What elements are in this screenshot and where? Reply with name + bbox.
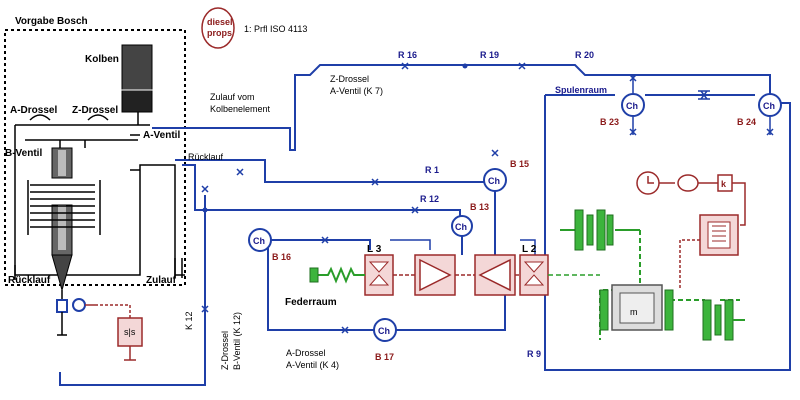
- pump-symbol: [72, 298, 86, 312]
- chamber-b16: Ch: [248, 228, 272, 252]
- chamber-b13: Ch: [451, 215, 473, 237]
- label-b15: B 15: [510, 159, 529, 169]
- svg-text:Ch: Ch: [378, 326, 390, 336]
- mechanical-actuator: m: [560, 209, 745, 341]
- label-r16: R 16: [398, 50, 417, 60]
- label-b16: B 16: [272, 252, 291, 262]
- label-b17: B 17: [375, 352, 394, 362]
- label-federraum: Federraum: [285, 297, 337, 308]
- svg-text:Ch: Ch: [253, 236, 265, 246]
- chamber-b23: Ch: [621, 93, 645, 117]
- label-zulauf: Zulauf: [146, 275, 177, 286]
- label-aventil-k4: A-Ventil (K 4): [286, 360, 339, 370]
- label-l3: L 3: [367, 244, 382, 255]
- label-zulauf-vom: Zulauf vom: [210, 92, 255, 102]
- label-b23: B 23: [600, 117, 619, 127]
- label-kolben: Kolben: [85, 54, 119, 65]
- label-zdrossel-vertical: Z-Drossel: [220, 331, 230, 370]
- svg-text:Ch: Ch: [455, 222, 467, 232]
- chamber-nodes: Ch Ch Ch Ch Ch Ch: [248, 93, 782, 342]
- label-ruecklauf-mid: Rücklauf: [188, 152, 224, 162]
- spring-federraum: [318, 266, 365, 284]
- database-icon: [677, 174, 699, 192]
- label-z-drossel: Z-Drossel: [72, 105, 118, 116]
- title-vorgabe-bosch: Vorgabe Bosch: [15, 16, 88, 27]
- chamber-b15: Ch: [483, 168, 507, 192]
- bosch-boundary: [4, 29, 186, 286]
- iso-note: 1: Prfl ISO 4113: [244, 24, 307, 34]
- chamber-b24: Ch: [758, 93, 782, 117]
- label-b13: B 13: [470, 202, 489, 212]
- svg-text:m: m: [630, 307, 638, 317]
- svg-text:diesel: diesel: [207, 17, 233, 27]
- piston-upper: [121, 44, 153, 91]
- label-zdrossel-top: Z-Drossel: [330, 74, 369, 84]
- label-kolbenelement: Kolbenelement: [210, 104, 271, 114]
- label-a-drossel: A-Drossel: [10, 105, 57, 116]
- valve-cluster: [309, 254, 600, 296]
- z-drossel-symbol: [87, 114, 109, 121]
- electrical-control: k: [636, 171, 746, 290]
- label-r1: R 1: [425, 165, 439, 175]
- label-l2: L 2: [522, 244, 537, 255]
- svg-text:props: props: [207, 28, 232, 38]
- svg-text:Ch: Ch: [626, 101, 638, 111]
- svg-text:Ch: Ch: [763, 101, 775, 111]
- label-adrossel-bottom: A-Drossel: [286, 348, 326, 358]
- label-aventil-k7: A-Ventil (K 7): [330, 86, 383, 96]
- label-r9: R 9: [527, 349, 541, 359]
- piston-lower: [121, 89, 153, 113]
- label-a-ventil: A-Ventil: [143, 130, 180, 141]
- dieselprops-logo: diesel props: [201, 7, 235, 49]
- svg-text:k: k: [721, 179, 727, 189]
- label-b-ventil: B-Ventil: [5, 148, 42, 159]
- hydraulic-lines: [59, 62, 791, 386]
- label-r20: R 20: [575, 50, 594, 60]
- label-bventil-k12: B-Ventil (K 12): [232, 312, 242, 370]
- coupler-symbol: [698, 90, 710, 100]
- chamber-b17: Ch: [373, 318, 397, 342]
- svg-text:s|s: s|s: [124, 327, 136, 337]
- label-r12: R 12: [420, 194, 439, 204]
- label-k12-vertical: K 12: [184, 311, 194, 330]
- a-drossel-symbol: [29, 114, 51, 121]
- label-r19: R 19: [480, 50, 499, 60]
- label-ruecklauf-left: Rücklauf: [8, 275, 51, 286]
- sensor-box: [117, 317, 143, 347]
- outlet-symbol: [56, 299, 68, 313]
- label-b24: B 24: [737, 117, 756, 127]
- injector-assembly: s|s: [4, 29, 186, 361]
- svg-text:Ch: Ch: [488, 176, 500, 186]
- label-spulenraum: Spulenraum: [555, 85, 607, 95]
